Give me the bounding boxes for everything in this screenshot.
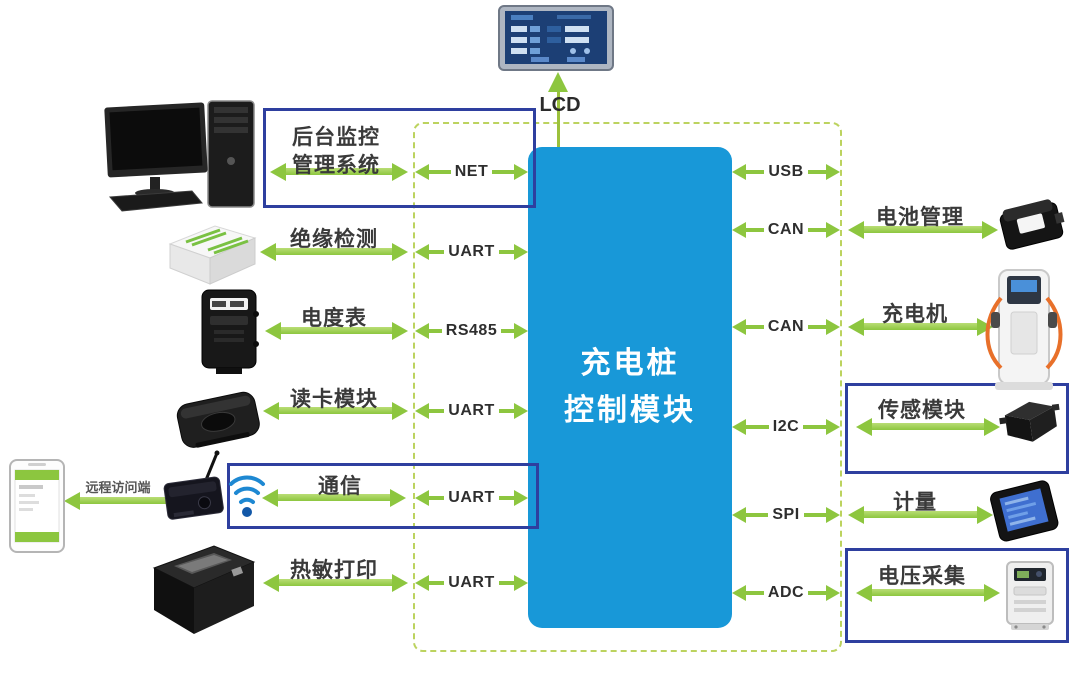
- arrow-metering: [864, 511, 977, 518]
- interface-rs485: RS485: [415, 322, 529, 340]
- peripheral-label-metering: 计量: [893, 491, 937, 514]
- highlight-box-voltage: [845, 548, 1069, 643]
- arrow-charger: [864, 323, 977, 330]
- arrow-communication: [278, 494, 390, 501]
- interface-can-1: CAN: [732, 221, 841, 239]
- module-title-line1: 充电桩: [580, 347, 680, 380]
- peripheral-label-printer: 热敏打印: [290, 559, 378, 582]
- arrow-insulation: [276, 248, 392, 255]
- interface-usb: USB: [732, 163, 840, 181]
- lcd-arrow-up-icon: [548, 72, 568, 92]
- voltage-collector: [1006, 561, 1054, 630]
- lcd-display: [498, 5, 614, 71]
- interface-uart-2: UART: [415, 402, 528, 420]
- wifi-icon: [229, 475, 265, 517]
- arrow-right-icon: [514, 164, 528, 180]
- peripheral-label-backend: 后台监控管理系统: [292, 126, 380, 178]
- lcd-interface-label: LCD: [539, 94, 581, 116]
- interface-label: NET: [454, 163, 489, 180]
- charging-pile-control-module: 充电桩 控制模块: [528, 147, 732, 628]
- smartphone: [9, 459, 65, 553]
- arrow-sensor: [872, 423, 984, 430]
- peripheral-label-battery: 电池管理: [876, 206, 964, 229]
- arrow-voltage: [872, 589, 984, 596]
- peripheral-label-cardreader: 读卡模块: [290, 388, 378, 411]
- arrow-cardreader: [279, 407, 392, 414]
- peripheral-label-insulation: 绝缘检测: [290, 228, 378, 251]
- wireless-router: [163, 450, 224, 520]
- peripheral-label-voltage: 电压采集: [878, 565, 966, 588]
- interface-can-2: CAN: [732, 318, 841, 336]
- highlight-box-sensor: [845, 383, 1069, 474]
- electricity-meter: [201, 289, 259, 374]
- interface-uart-3: UART: [415, 489, 528, 507]
- highlight-box-backend: [263, 108, 536, 208]
- arrow-remote-access: [80, 497, 168, 504]
- highlight-box-communication: [227, 463, 539, 529]
- insulation-detector: [168, 225, 257, 285]
- peripheral-label-emeter: 电度表: [301, 307, 367, 330]
- card-reader: [176, 391, 260, 448]
- sensor-module: [999, 401, 1060, 442]
- peripheral-label-charger: 充电机: [882, 303, 948, 326]
- arrow-printer: [279, 579, 392, 586]
- module-boundary: [413, 122, 842, 652]
- arrow-left-icon: [415, 164, 429, 180]
- interface-uart-4: UART: [415, 574, 528, 592]
- remote-access-label: 远程访问端: [85, 480, 151, 495]
- interface-net: NET: [415, 163, 528, 181]
- interface-spi: SPI: [732, 506, 841, 524]
- module-title-line2: 控制模块: [564, 393, 696, 427]
- thermal-printer: [152, 545, 256, 634]
- arrow-backend: [286, 168, 392, 175]
- arrow-battery: [864, 226, 982, 233]
- peripheral-label-sensor: 传感模块: [878, 399, 966, 422]
- arrow-emeter: [281, 327, 392, 334]
- peripheral-label-communication: 通信: [318, 475, 362, 498]
- desktop-computer: [104, 100, 255, 212]
- interface-adc: ADC: [732, 584, 841, 602]
- interface-i2c: I2C: [732, 418, 840, 436]
- lcd-connector-line: [557, 92, 560, 147]
- battery-management-module: [999, 199, 1065, 250]
- charging-machine: [985, 269, 1063, 390]
- interface-uart-1: UART: [415, 243, 528, 261]
- metering-device: [990, 480, 1059, 542]
